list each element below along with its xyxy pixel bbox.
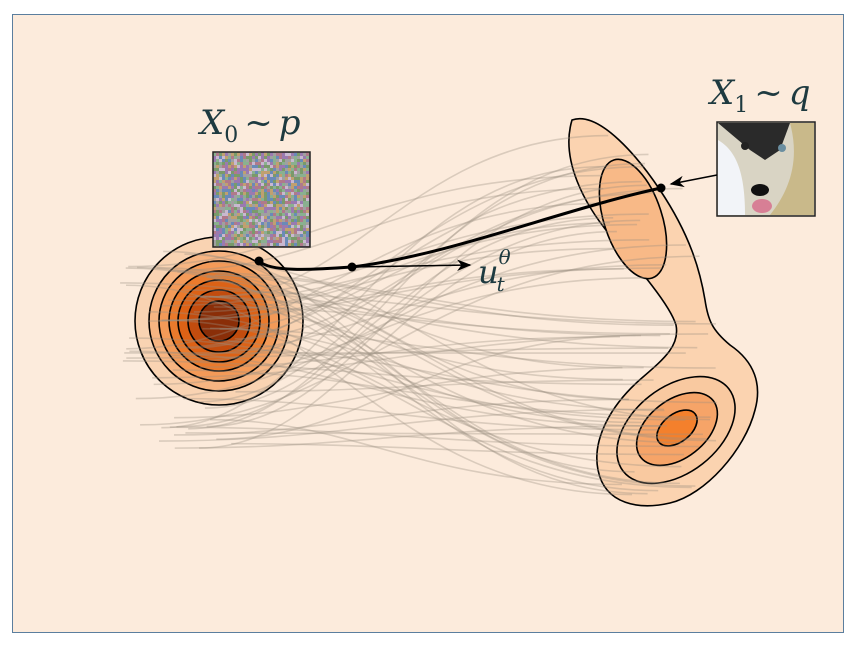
- streamline: [126, 347, 669, 359]
- source-contour: [198, 300, 240, 342]
- streamline: [161, 165, 606, 429]
- streamline: [204, 217, 614, 409]
- sample-arrow: [669, 174, 718, 188]
- streamline: [210, 327, 665, 412]
- streamline: [173, 398, 629, 436]
- streamline: [185, 295, 698, 349]
- streamline: [183, 289, 716, 325]
- streamline: [183, 397, 659, 431]
- streamline: [193, 223, 638, 313]
- streamline: [163, 250, 629, 401]
- streamline: [208, 339, 692, 489]
- streamline: [187, 165, 645, 349]
- streamline: [168, 187, 604, 272]
- streamline: [213, 306, 670, 335]
- streamline: [231, 442, 685, 456]
- streamline: [188, 153, 649, 430]
- streamline: [128, 174, 603, 268]
- husky-image: [716, 121, 816, 217]
- streamline: [136, 266, 696, 487]
- target-distribution: [568, 117, 759, 507]
- velocity-label: utθ: [478, 245, 511, 296]
- streamline: [199, 335, 621, 369]
- streamline: [219, 180, 642, 330]
- streamline: [126, 202, 607, 350]
- streamline: [199, 230, 617, 449]
- streamline: [216, 334, 642, 440]
- streamline: [153, 277, 645, 386]
- streamline: [208, 261, 711, 421]
- streamline: [122, 360, 642, 386]
- streamline: [202, 327, 716, 369]
- streamline: [219, 134, 609, 297]
- streamline: [200, 213, 649, 298]
- streamline: [207, 274, 674, 327]
- streamline: [125, 267, 685, 444]
- noise-image: [212, 151, 311, 248]
- streamline: [168, 299, 623, 381]
- streamline: [215, 274, 623, 369]
- streamline: [206, 276, 648, 495]
- streamline: [175, 222, 610, 349]
- streamline: [135, 244, 686, 400]
- streamline: [149, 310, 642, 424]
- velocity-arrow: [351, 259, 472, 271]
- streamline: [158, 267, 662, 322]
- streamline: [129, 350, 662, 427]
- streamline: [210, 418, 622, 486]
- streamline: [170, 264, 667, 357]
- target-label: X1~q: [707, 73, 810, 118]
- trajectory-path: [257, 186, 662, 271]
- streamline: [172, 369, 711, 418]
- target-lower-contour-3: [656, 409, 698, 447]
- streamline: [126, 284, 633, 496]
- start-point: [254, 256, 264, 266]
- streamline: [140, 255, 700, 426]
- streamline: [161, 319, 682, 468]
- streamline: [147, 247, 614, 322]
- streamline: [184, 253, 635, 473]
- streamline: [169, 426, 699, 448]
- streamline: [206, 184, 647, 428]
- streamline: [185, 432, 703, 436]
- streamline: [158, 408, 664, 442]
- streamline: [177, 271, 696, 323]
- source-distribution: [134, 236, 304, 406]
- streamline: [174, 366, 644, 419]
- streamline: [208, 295, 680, 485]
- streamline: [235, 379, 654, 393]
- streamline: [228, 348, 717, 404]
- streamline: [162, 268, 624, 322]
- streamline: [195, 295, 659, 492]
- streamline: [204, 280, 707, 440]
- streamline: [188, 187, 683, 363]
- streamline: [198, 162, 646, 403]
- end-point: [656, 183, 666, 193]
- streamline: [176, 219, 641, 428]
- streamline: [120, 282, 661, 337]
- mid-point: [347, 262, 357, 272]
- streamline: [161, 239, 650, 307]
- source-label: X0~p: [197, 103, 300, 148]
- streamline: [129, 337, 686, 421]
- streamline: [174, 424, 667, 449]
- streamline: [152, 333, 709, 379]
- streamline: [156, 266, 717, 442]
